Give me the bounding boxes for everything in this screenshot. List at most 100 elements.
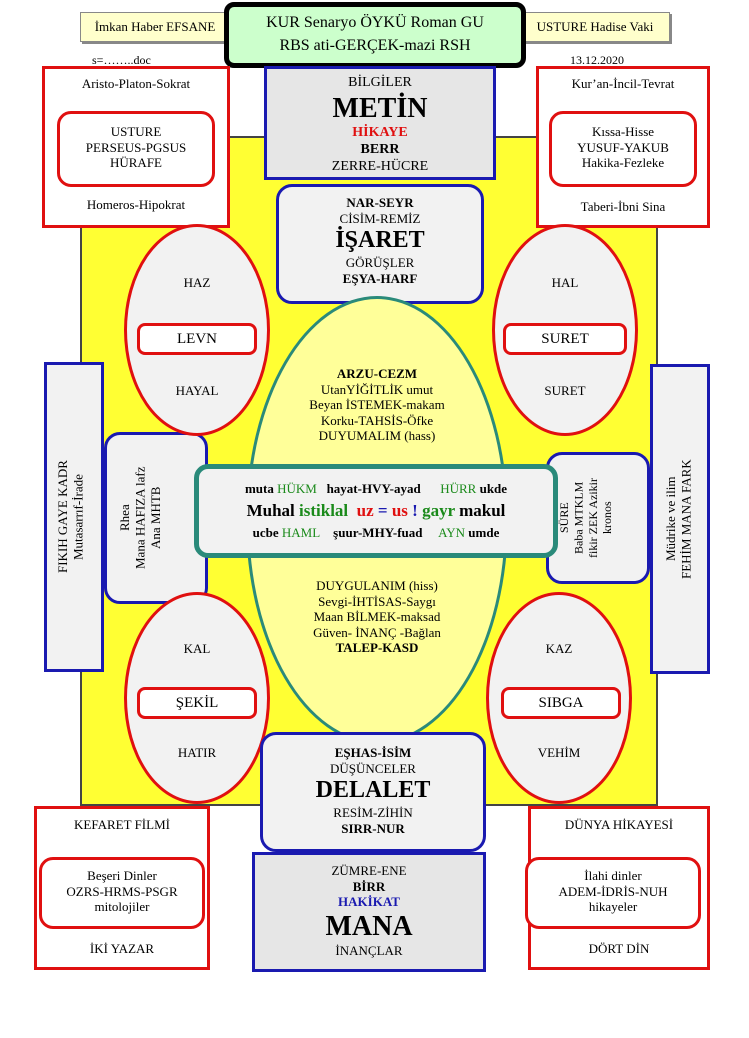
ellipse-bottom-right: KAZ SIBGA VEHİM — [486, 592, 632, 804]
title-line-2: RBS ati-GERÇEK-mazi RSH — [279, 37, 471, 55]
center-ukde: ukde — [479, 481, 508, 496]
corner-tl-inner: USTURE PERSEUS-PGSUS HÜRAFE — [57, 111, 215, 187]
oval-top-5: DUYUMALIM (hass) — [318, 428, 436, 444]
center-makul: makul — [459, 500, 506, 520]
isaret-line-5: EŞYA-HARF — [342, 270, 418, 286]
corner-tr-bottom: Taberi-İbni Sina — [580, 199, 666, 214]
center-row-3: ucbe HAML şuur-MHY-fuad AYN umde — [199, 525, 553, 541]
inner-left-3: Ana MHTB — [148, 486, 164, 550]
side-left-1: FIKIH GAYE KADR — [55, 460, 70, 574]
mana-line-1: ZÜMRE-ENE — [331, 863, 407, 878]
oval-bottom-2: Sevgi-İHTİSAS-Saygı — [318, 593, 436, 609]
isaret-line-4: GÖRÜŞLER — [345, 254, 415, 270]
ell-bl-bottom: HATIR — [177, 745, 217, 760]
center-hurr: HÜRR — [440, 481, 477, 496]
metin-box: BİLGİLER METİN HİKAYE BERR ZERRE-HÜCRE — [264, 66, 496, 180]
ell-bl-mid: ŞEKİL — [175, 695, 219, 711]
mana-box: ZÜMRE-ENE BİRR HAKİKAT MANA İNANÇLAR — [252, 852, 486, 972]
inner-right-box: SÜRE Baba MTKLM fikir ZEK Azikir kronos — [546, 452, 650, 584]
ell-tr-top: HAL — [551, 275, 579, 290]
ell-br-top: KAZ — [545, 641, 573, 656]
ell-bl-top: KAL — [183, 641, 211, 656]
corner-bl-bottom: İKİ YAZAR — [89, 941, 155, 956]
corner-tr-top: Kur’an-İncil-Tevrat — [571, 76, 675, 91]
inner-left-2: Mana HAFIZA lafz — [132, 466, 148, 570]
corner-tr-inner: Kıssa-Hisse YUSUF-YAKUB Hakika-Fezleke — [549, 111, 697, 187]
side-left-box: FIKIH GAYE KADR Mutasarrıf-İrade — [44, 362, 104, 672]
corner-top-left: Aristo-Platon-Sokrat USTURE PERSEUS-PGSU… — [42, 66, 230, 228]
oval-bottom-4: Güven- İNANÇ -Bağlan — [313, 624, 441, 640]
title-box: KUR Senaryo ÖYKÜ Roman GU RBS ati-GERÇEK… — [224, 2, 526, 68]
corner-tl-bottom: Homeros-Hipokrat — [86, 197, 186, 212]
corner-tr-inner-3: Hakika-Fezleke — [581, 155, 665, 171]
oval-bottom-text: DUYGULANIM (hiss) Sevgi-İHTİSAS-Saygı Ma… — [270, 578, 484, 656]
side-right-box: Müdrike ve ilim FEHİM MANA FARK — [650, 364, 710, 674]
side-right-1: Müdrike ve ilim — [663, 476, 678, 562]
file-label-text: s=……..doc — [92, 53, 151, 67]
oval-top-1: ARZU-CEZM — [336, 366, 418, 381]
side-right-2: FEHİM MANA FARK — [678, 459, 694, 579]
side-left-text: FIKIH GAYE KADR Mutasarrıf-İrade — [55, 365, 86, 669]
mana-hakikat: HAKİKAT — [338, 894, 400, 910]
center-us: us — [391, 500, 408, 520]
corner-tl-top: Aristo-Platon-Sokrat — [81, 76, 191, 91]
date-label: 13.12.2020 — [570, 53, 624, 68]
corner-br-inner: İlahi dinler ADEM-İDRİS-NUH hikayeler — [525, 857, 701, 929]
center-ayn: AYN — [438, 524, 466, 540]
metin-hikaye: HİKAYE — [352, 125, 408, 141]
corner-br-bottom: DÖRT DİN — [588, 941, 650, 956]
ell-bl-mid-box: ŞEKİL — [137, 687, 257, 719]
inner-right-2: Baba MTKLM — [571, 481, 586, 555]
inner-right-3: fikir ZEK Azikir — [585, 478, 600, 558]
corner-tl-inner-3: HÜRAFE — [109, 155, 162, 171]
inner-left-1: Rhea — [117, 504, 132, 532]
ell-tl-mid: LEVN — [177, 331, 217, 347]
center-eq: = — [377, 500, 388, 520]
inner-right-1: SÜRE — [557, 502, 571, 534]
mana-title: MANA — [325, 910, 413, 942]
oval-bottom-5: TALEP-KASD — [335, 640, 419, 656]
oval-top-2: UtanYİĞİTLİK umut — [320, 381, 434, 397]
corner-bl-inner-2: OZRS-HRMS-PSGR — [66, 883, 178, 899]
top-right-tag-text: USTURE Hadise Vaki — [536, 19, 654, 34]
center-suur: şuur-MHY-fuad — [333, 524, 423, 540]
corner-bottom-left: KEFARET FİLMİ Beşeri Dinler OZRS-HRMS-PS… — [34, 806, 210, 970]
metin-line-4: BERR — [360, 142, 400, 158]
top-left-tag-text: İmkan Haber EFSANE — [94, 19, 216, 34]
center-box: muta HÜKM hayat-HVY-ayad HÜRR ukde Muhal… — [194, 464, 558, 558]
side-left-2: Mutasarrıf-İrade — [70, 474, 86, 560]
metin-title: METİN — [332, 92, 428, 124]
oval-bottom-3: Maan BİLMEK-maksad — [313, 609, 441, 625]
corner-br-top: DÜNYA HİKAYESİ — [564, 817, 674, 832]
oval-top-text: ARZU-CEZM UtanYİĞİTLİK umut Beyan İSTEME… — [270, 366, 484, 444]
ell-tr-mid-box: SURET — [503, 323, 627, 355]
isaret-box: NAR-SEYR CİSİM-REMİZ İŞARET GÖRÜŞLER EŞY… — [276, 184, 484, 304]
file-label: s=……..doc — [92, 53, 151, 68]
ell-br-mid: SIBGA — [538, 695, 584, 711]
corner-bl-top: KEFARET FİLMİ — [74, 817, 170, 832]
corner-bottom-right: DÜNYA HİKAYESİ İlahi dinler ADEM-İDRİS-N… — [525, 806, 710, 970]
title-line-1: KUR Senaryo ÖYKÜ Roman GU — [266, 14, 484, 31]
oval-bottom-1: DUYGULANIM (hiss) — [316, 578, 438, 593]
inner-left-text: Rhea Mana HAFIZA lafz Ana MHTB — [117, 435, 164, 601]
delalet-line-2: DÜŞÜNCELER — [330, 760, 416, 776]
center-haml: HAML — [281, 524, 321, 540]
center-uz: uz — [356, 500, 374, 520]
inner-left-box: Rhea Mana HAFIZA lafz Ana MHTB — [104, 432, 208, 604]
isaret-line-2: CİSİM-REMİZ — [339, 210, 421, 226]
center-muta: muta — [244, 481, 274, 496]
center-excl: ! — [412, 500, 418, 520]
center-row-2: Muhal istiklal uz = us ! gayr makul — [199, 501, 553, 521]
ell-br-mid-box: SIBGA — [501, 687, 621, 719]
center-hukm: HÜKM — [277, 481, 317, 496]
center-gayr: gayr — [422, 500, 455, 520]
center-umde: umde — [468, 524, 500, 540]
corner-br-inner-1: İlahi dinler — [584, 868, 642, 883]
ell-tl-bottom: HAYAL — [175, 383, 219, 398]
top-left-tag: İmkan Haber EFSANE — [80, 12, 230, 42]
oval-top-4: Korku-TAHSİS-Öfke — [320, 412, 434, 428]
date-label-text: 13.12.2020 — [570, 53, 624, 67]
ellipse-top-right: HAL SURET SURET — [492, 224, 638, 436]
corner-tl-inner-2: PERSEUS-PGSUS — [85, 139, 187, 155]
center-ucbe: ucbe — [252, 524, 279, 540]
